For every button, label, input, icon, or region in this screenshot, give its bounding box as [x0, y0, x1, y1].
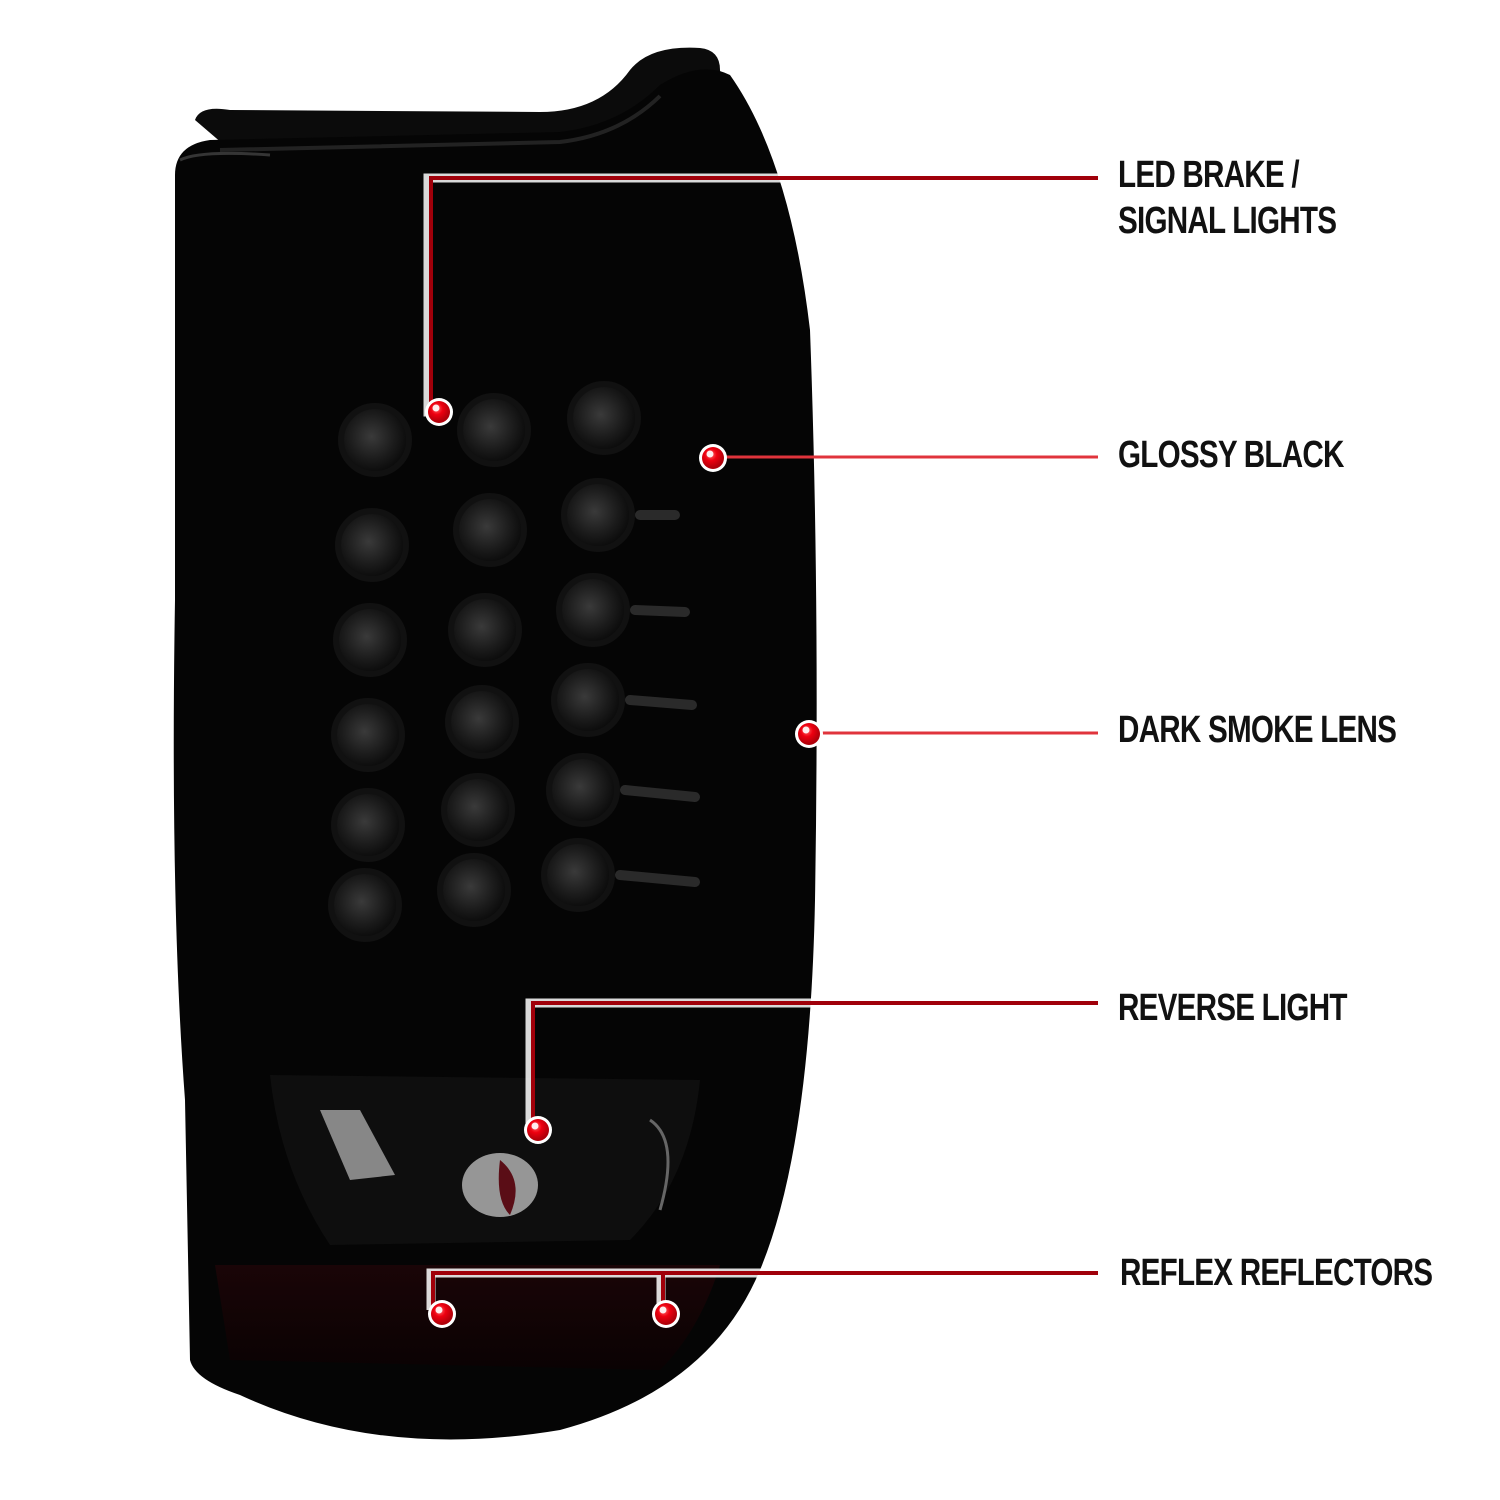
callout-label-reverse-light: REVERSE LIGHT	[1118, 987, 1347, 1029]
marker-dot-reverse	[524, 1116, 552, 1144]
marker-dot-led	[425, 398, 453, 426]
marker-dots	[425, 398, 823, 1328]
marker-dot-reflex-1	[428, 1300, 456, 1328]
callout-label-reflex-reflectors: REFLEX REFLECTORS	[1120, 1252, 1433, 1294]
marker-dot-glossy	[699, 444, 727, 472]
callout-label-led-brake-signal: LED BRAKE / SIGNAL LIGHTS	[1118, 154, 1337, 242]
led-grid	[328, 381, 700, 942]
housing-top-flange	[195, 47, 722, 150]
callout-label-glossy-black: GLOSSY BLACK	[1118, 434, 1344, 476]
marker-dot-smoke	[795, 720, 823, 748]
marker-dot-reflex-2	[652, 1300, 680, 1328]
reflex-reflector-band	[215, 1265, 720, 1370]
callout-label-dark-smoke-lens: DARK SMOKE LENS	[1118, 709, 1397, 751]
